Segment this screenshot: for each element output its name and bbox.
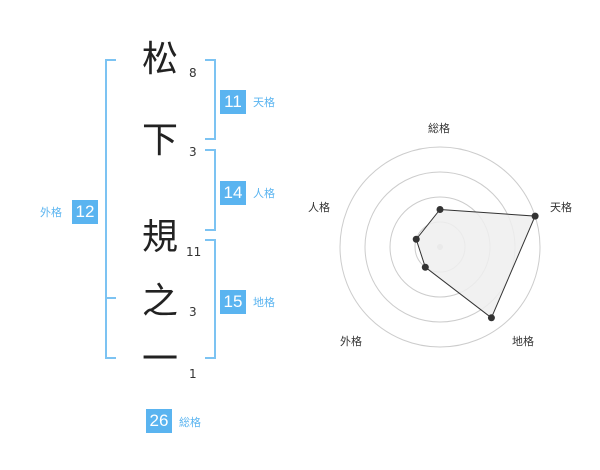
name-char-2: 下 (141, 120, 178, 161)
chikaku-label: 地格 (253, 296, 275, 309)
stroke-count-5: 1 (189, 367, 197, 381)
stroke-count-3: 11 (186, 245, 202, 259)
name-char-3: 規 (141, 217, 178, 258)
soukaku-label: 総格 (179, 416, 201, 429)
radar-axis-label-chikaku: 地格 (512, 335, 534, 348)
gaikaku-badge: 12 (72, 200, 98, 224)
stroke-count-2: 3 (189, 145, 197, 159)
radar-axis-label-gaikaku: 外格 (340, 335, 362, 348)
radar-axis-label-jinkaku: 人格 (308, 201, 330, 214)
jinkaku-label: 人格 (253, 187, 275, 200)
radar-point-4 (421, 263, 429, 271)
chikaku-bracket (205, 239, 216, 359)
name-char-1: 松 (141, 39, 178, 80)
jinkaku-badge: 14 (220, 181, 246, 205)
stroke-count-1: 8 (189, 66, 197, 80)
name-char-4: 之 (141, 281, 178, 322)
radar-point-3 (487, 314, 495, 322)
name-char-5: 一 (141, 339, 178, 380)
radar-point-2 (531, 212, 539, 220)
radar-series-polygon (415, 208, 536, 319)
radar-axis-label-tenkaku: 天格 (550, 201, 572, 214)
soukaku-badge: 26 (146, 409, 172, 433)
radar-axis-label-soukaku: 総格 (428, 122, 450, 135)
radar-ring (339, 146, 541, 348)
tenkaku-label: 天格 (253, 96, 275, 109)
jinkaku-bracket (205, 149, 216, 231)
stroke-count-4: 3 (189, 305, 197, 319)
gaikaku-bracket (105, 59, 116, 359)
tenkaku-badge: 11 (220, 90, 246, 114)
radar-point-5 (412, 235, 420, 243)
gaikaku-label: 外格 (40, 206, 62, 219)
chikaku-badge: 15 (220, 290, 246, 314)
tenkaku-bracket (205, 59, 216, 140)
radar-point-1 (436, 206, 444, 213)
